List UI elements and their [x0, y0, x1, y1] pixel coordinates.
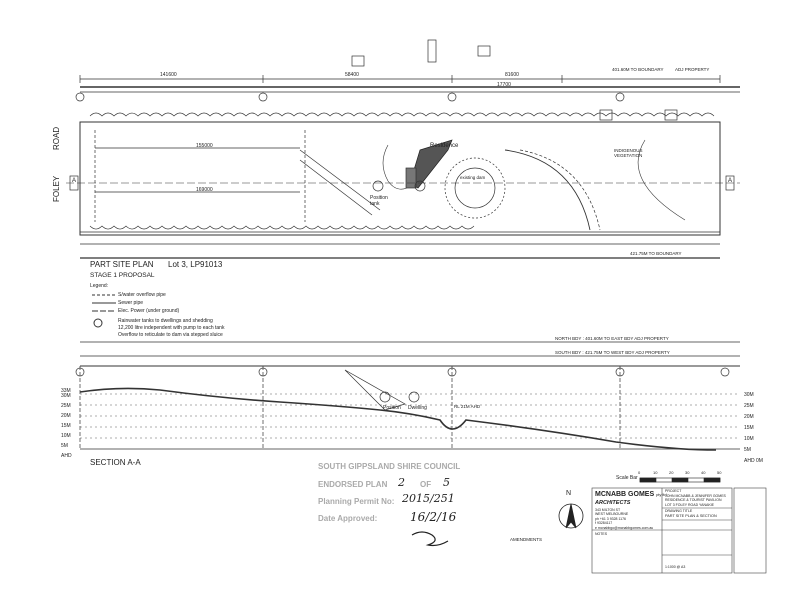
scale-tick: 20 [669, 470, 674, 475]
level-right: 15M [744, 425, 754, 431]
dam-label: existing dam [460, 175, 486, 180]
section-position-label: Position [383, 405, 401, 411]
drawing-title-label: DRAWING TITLE [665, 509, 693, 513]
scale-value: 1:1000 @ A3 [665, 565, 686, 569]
section-marker-left: A [72, 178, 77, 184]
legend-item-4: Rainwater tanks to dwellings and sheddin… [118, 318, 225, 338]
plan-dimension-3: 17700 [497, 82, 511, 88]
title-block [591, 487, 767, 574]
section-north-bdy: NORTH BDY : 401.60M TO EAST BDY ADJ PROP… [555, 336, 669, 341]
project-lines: JOHN MCNABB & JENNIFER GOMES RESIDENCE &… [665, 494, 726, 507]
plan-dimension-5: 155000 [196, 143, 213, 149]
scale-tick: 50 [717, 470, 722, 475]
project-label: PROJECT [665, 489, 682, 493]
address-line: f 93284117 [595, 521, 613, 526]
address-line: ph +61 3 9328 1176 [595, 516, 626, 521]
signature [411, 531, 449, 547]
project-line: JOHN MCNABB & JENNIFER GOMES [665, 494, 726, 498]
north-arrow-icon [558, 503, 584, 529]
stamp-line-2: ENDORSED PLAN [318, 480, 388, 489]
legend-item-3: Elec. Power (under ground) [118, 308, 180, 314]
project-line: LOT 3 FOLEY ROAD YANAKIE [665, 502, 714, 507]
legend-item-1: S/water overflow pipe [118, 292, 166, 298]
section-right-levels: 30M 25M 20M 15M 10M 5M AHD 0M [744, 390, 763, 467]
plan-title: PART SITE PLAN [90, 260, 154, 269]
boundary-south-label: 421.75M TO BOUNDARY [630, 251, 682, 256]
scale-bar [639, 477, 721, 483]
stamp-permit-no: 2015/251 [402, 492, 455, 505]
level-left: 5M [61, 443, 68, 449]
level-left: 20M [61, 413, 71, 419]
section-south-bdy: SOUTH BDY : 421.75M TO WEST BDY ADJ PROP… [555, 350, 670, 355]
notes-label: NOTES [595, 532, 608, 536]
plan-dimension-4: 81600 [505, 72, 519, 78]
indigenous-vegetation-label: INDIGENOUS VEGETATION [614, 148, 643, 158]
legend-title: Legend: [90, 283, 109, 289]
residence-label: Residence [430, 143, 459, 149]
stamp-date-label: Date Approved: [318, 514, 378, 523]
plan-lot: Lot 3, LP91013 [168, 260, 223, 269]
level-right: 25M [744, 403, 754, 409]
position-tank-label: Position tank [370, 195, 388, 207]
address-line: e mcnabbgo@mcnabbgomes.com.au [595, 525, 654, 530]
level-left: 25M [61, 403, 71, 409]
road-label: FOLEY [52, 175, 61, 202]
firm-suffix: pty ltd [656, 492, 667, 497]
stamp-line-1: SOUTH GIPPSLAND SHIRE COUNCIL [318, 462, 461, 471]
legend-symbols [92, 294, 116, 328]
firm-sub: ARCHITECTS [595, 500, 631, 506]
address-line: WEST MELBOURNE [595, 512, 629, 517]
plan-stage: STAGE 1 PROPOSAL [90, 272, 155, 279]
level-right: 30M [744, 392, 754, 398]
scale-bar-label: Scale Bar [616, 475, 638, 481]
scale-tick: 30 [685, 470, 690, 475]
stamp-permit-label: Planning Permit No: [318, 497, 395, 506]
address-line: 343 MILTON ST [595, 508, 621, 512]
stamp-of: OF [420, 480, 432, 489]
stamp-date: 16/2/16 [410, 510, 457, 524]
level-right: 5M [744, 447, 751, 453]
level-left: 33M [61, 388, 71, 394]
firm-name-text: MCNABB GOMES [595, 491, 655, 498]
level-right: 20M [744, 414, 754, 420]
stamp-plan-no: 2 [398, 476, 405, 489]
boundary-north-label: 401.60M TO BOUNDARY [612, 67, 664, 72]
section-a-a [75, 341, 740, 451]
level-left: 30M [61, 393, 71, 399]
firm-name: MCNABB GOMES pty ltd [595, 491, 667, 498]
section-dwelling-label: Dwelling [408, 405, 427, 411]
plan-dimension-2: 58400 [345, 72, 359, 78]
plan-dimension-1: 141600 [160, 72, 177, 78]
level-right: AHD 0M [744, 458, 763, 464]
adj-property-label: ADJ PROPERTY [675, 67, 710, 72]
amendments-label: AMENDMENTS [510, 537, 543, 542]
section-left-levels: 33M 30M 25M 20M 15M 10M 5M AHD [61, 386, 72, 461]
site-plan [66, 39, 740, 259]
legend-item-2: Sewer pipe [118, 300, 144, 306]
drawing-title: PART SITE PLAN & SECTION [665, 514, 717, 518]
stamp-plan-total: 5 [443, 476, 450, 489]
scale-tick: 10 [653, 470, 658, 475]
project-line: RESIDENCE & TOURIST PAVILION [665, 498, 722, 503]
section-ahd-label: RL 21M AHD [454, 404, 481, 409]
section-title: SECTION A-A [90, 458, 141, 467]
level-left: 15M [61, 423, 71, 429]
road-label-2: ROAD [52, 126, 61, 150]
section-marker-right: A [728, 178, 733, 184]
level-left: 10M [61, 433, 71, 439]
scale-tick: 0 [638, 470, 641, 475]
north-label: N [566, 490, 572, 497]
scale-tick: 40 [701, 470, 706, 475]
level-left: AHD [61, 453, 72, 459]
plan-dimension-6: 169000 [196, 187, 213, 193]
level-right: 10M [744, 436, 754, 442]
firm-address: 343 MILTON ST WEST MELBOURNE ph +61 3 93… [595, 508, 653, 530]
